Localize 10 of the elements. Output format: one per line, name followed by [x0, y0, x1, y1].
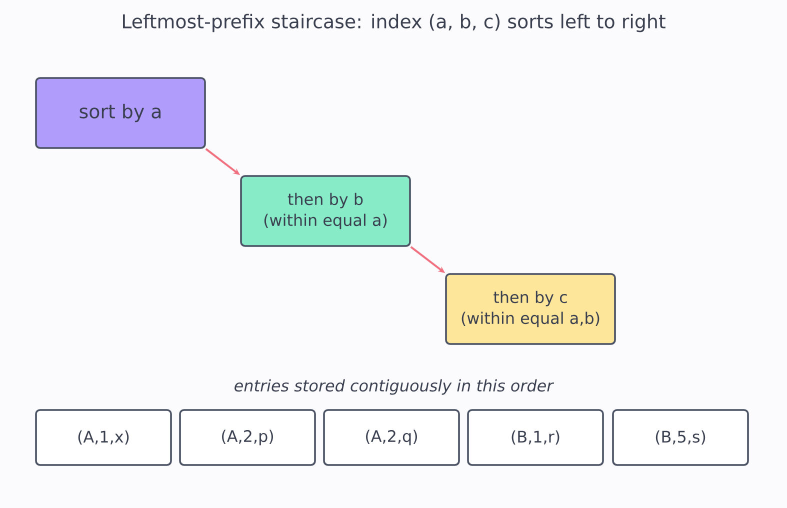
entry-box: (B,5,s)	[612, 409, 749, 466]
entry-box: (A,2,q)	[323, 409, 460, 466]
step-box: sort by a	[35, 77, 206, 149]
step-box: then by c (within equal a,b)	[445, 273, 616, 345]
entry-box: (A,2,p)	[179, 409, 316, 466]
title: Leftmost-prefix staircase: index (a, b, c) sorts left to right	[123, 14, 666, 32]
caption-text: entries stored contiguously in this order	[234, 379, 554, 395]
entry-box: (B,1,r)	[467, 409, 604, 466]
entry-box: (A,1,x)	[35, 409, 172, 466]
step-box: then by b (within equal a)	[240, 175, 411, 247]
